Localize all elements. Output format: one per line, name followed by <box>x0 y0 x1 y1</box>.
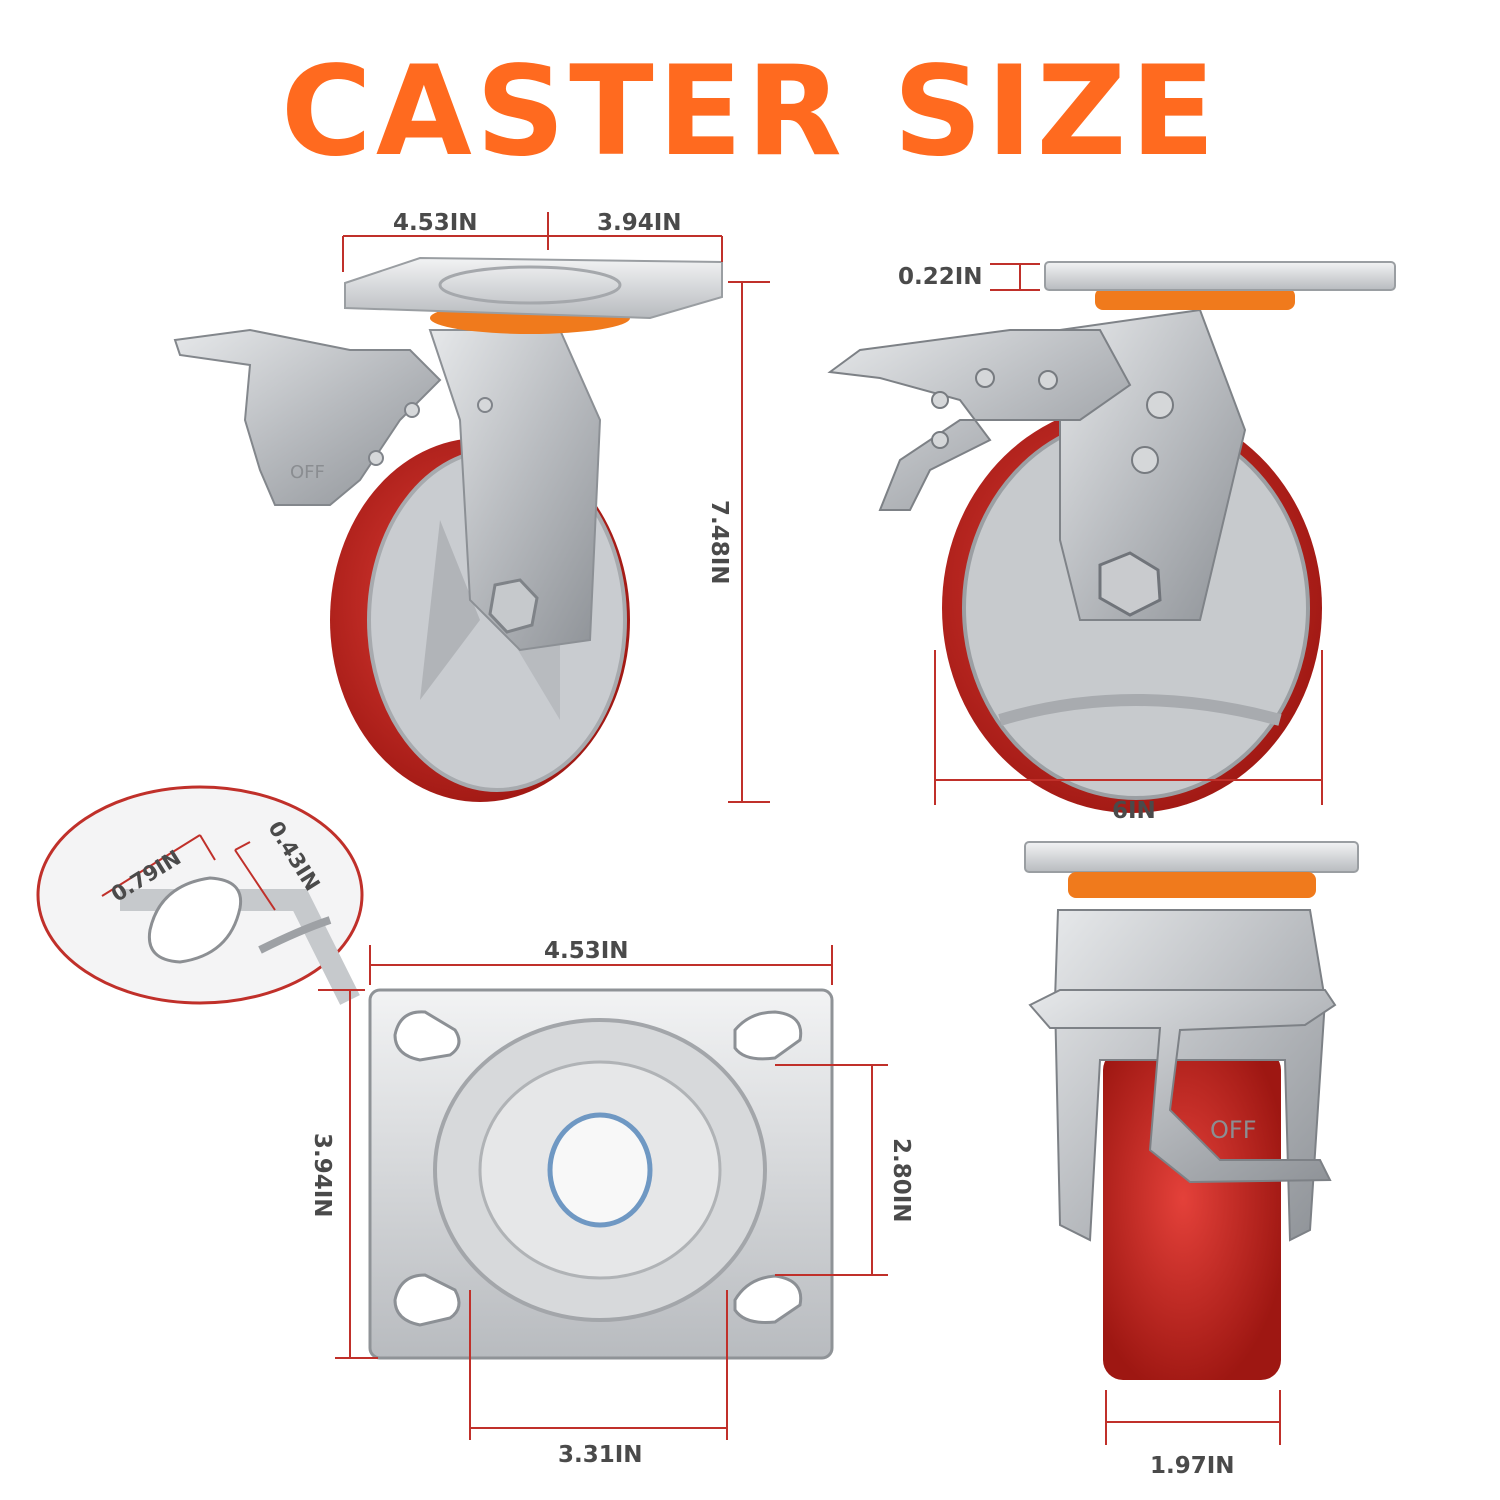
brake-off-label: OFF <box>290 462 325 483</box>
swivel-ring-side <box>1095 288 1295 310</box>
dims-caster-2 <box>934 263 1323 805</box>
wheel-tread-front <box>1103 1050 1281 1380</box>
dims-caster-1 <box>342 212 770 803</box>
dims-caster-4 <box>1105 1390 1281 1445</box>
kingpin <box>547 1112 653 1228</box>
slot-top-right <box>733 1010 803 1061</box>
slot-top-left <box>393 1010 461 1062</box>
swivel-ring-front <box>1068 872 1316 898</box>
brake-off-label-front: OFF <box>1210 1116 1257 1144</box>
dim-plate-length: 4.53IN <box>544 938 629 964</box>
axle-bolt-side <box>1098 551 1162 617</box>
caster-side-view <box>827 261 1396 813</box>
dim-top-plate-width: 3.94IN <box>597 210 682 236</box>
dim-plate-thickness: 0.22IN <box>898 264 983 290</box>
page-title: CASTER SIZE <box>280 40 1220 184</box>
dim-top-plate-length: 4.53IN <box>393 210 478 236</box>
caster-front-view: OFF <box>1024 841 1359 1380</box>
brake-pedal <box>173 328 442 506</box>
caster-angled-view: OFF <box>173 256 723 802</box>
top-plate-front <box>1024 841 1359 873</box>
slot-hole <box>147 876 243 964</box>
axle-bolt <box>488 578 539 634</box>
top-plate-side <box>1044 261 1396 291</box>
dim-wheel-width: 1.97IN <box>1150 1453 1235 1479</box>
dim-bolt-spacing-vertical: 2.80IN <box>888 1138 914 1223</box>
dim-plate-width: 3.94IN <box>309 1133 335 1218</box>
slot-detail-zoom <box>36 785 364 1005</box>
dim-bolt-spacing-horizontal: 3.31IN <box>558 1442 643 1468</box>
brake-pedal-front <box>1028 989 1337 1184</box>
fork <box>428 329 602 652</box>
slot-bottom-right <box>733 1274 803 1324</box>
dim-wheel-diameter: 6IN <box>1112 798 1156 824</box>
mounting-plate-top-view <box>368 988 834 1360</box>
dim-overall-height: 7.48IN <box>706 500 732 585</box>
slot-bottom-left <box>393 1273 461 1327</box>
top-plate <box>344 256 723 320</box>
dims-plate <box>318 945 888 1440</box>
